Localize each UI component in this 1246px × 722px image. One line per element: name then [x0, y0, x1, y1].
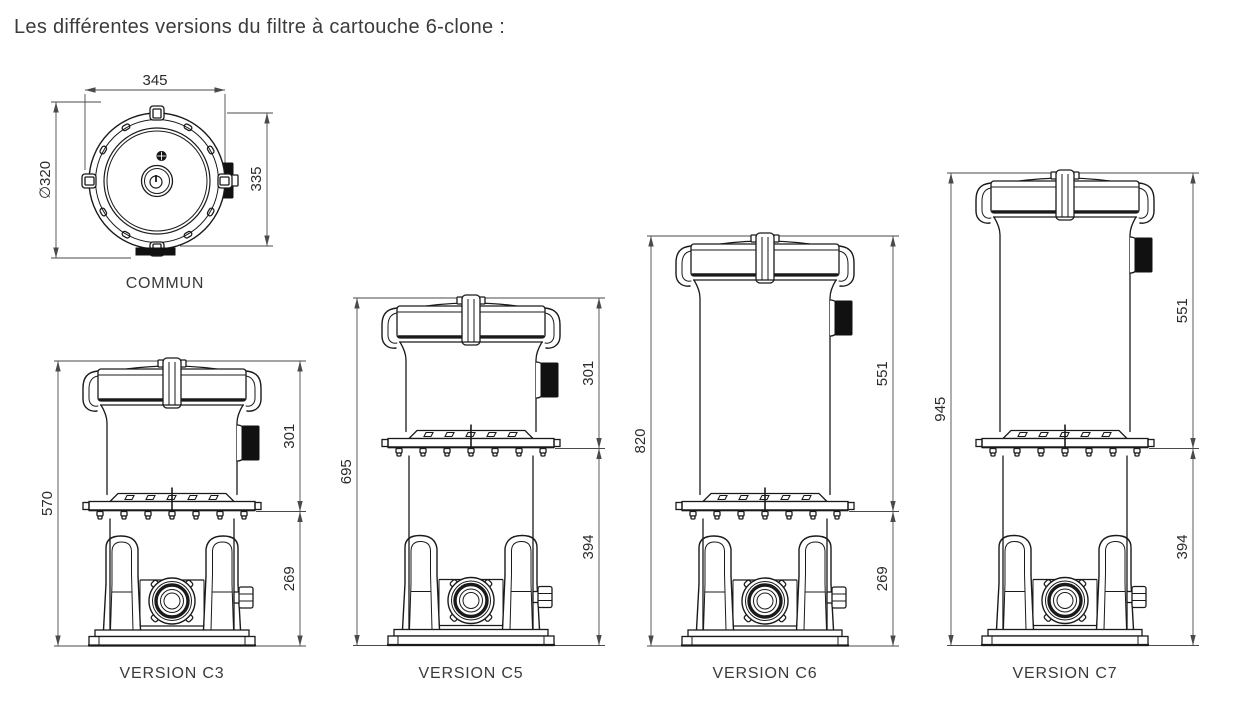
side-view-drawing-c5: 695 301 394	[338, 294, 605, 647]
page-title: Les différentes versions du filtre à car…	[14, 16, 506, 38]
figure-caption-commun: COMMUN	[125, 275, 205, 292]
figure-caption-c5: VERSION C5	[418, 664, 524, 682]
figure-version-c5: 695 301 394 VERSION C5	[331, 292, 611, 683]
svg-text:335: 335	[248, 166, 265, 191]
side-view-drawing-c3: 570 301 269	[39, 357, 306, 647]
side-view-drawing-c6: 820 551 269	[632, 232, 899, 647]
svg-text:394: 394	[580, 534, 597, 559]
figure-version-c3: 570 301 269 VERSION C3	[32, 355, 312, 683]
svg-text:301: 301	[580, 361, 597, 386]
svg-text:∅320: ∅320	[37, 161, 54, 199]
svg-text:551: 551	[874, 361, 891, 386]
svg-text:269: 269	[281, 566, 298, 591]
svg-text:695: 695	[338, 459, 355, 484]
figure-caption-c6: VERSION C6	[712, 665, 818, 682]
svg-text:945: 945	[932, 397, 949, 422]
svg-text:301: 301	[281, 424, 298, 449]
top-view-drawing: 345 ∅320 335	[37, 72, 273, 259]
figure-caption-c3: VERSION C3	[119, 665, 225, 682]
side-view-drawing-c7: 945 551 394	[932, 169, 1199, 647]
figure-version-c6: 820 551 269 VERSION C6	[625, 230, 905, 683]
figure-version-c7: 945 551 394 VERSION C7	[925, 167, 1205, 683]
svg-text:269: 269	[874, 566, 891, 591]
svg-text:345: 345	[142, 72, 167, 89]
svg-text:820: 820	[632, 428, 649, 453]
svg-text:551: 551	[1174, 298, 1191, 323]
figure-caption-c7: VERSION C7	[1012, 664, 1118, 682]
svg-text:394: 394	[1174, 534, 1191, 559]
figure-top-view-commun: 345 ∅320 335 COMMUN	[25, 72, 305, 293]
svg-text:570: 570	[39, 491, 56, 516]
